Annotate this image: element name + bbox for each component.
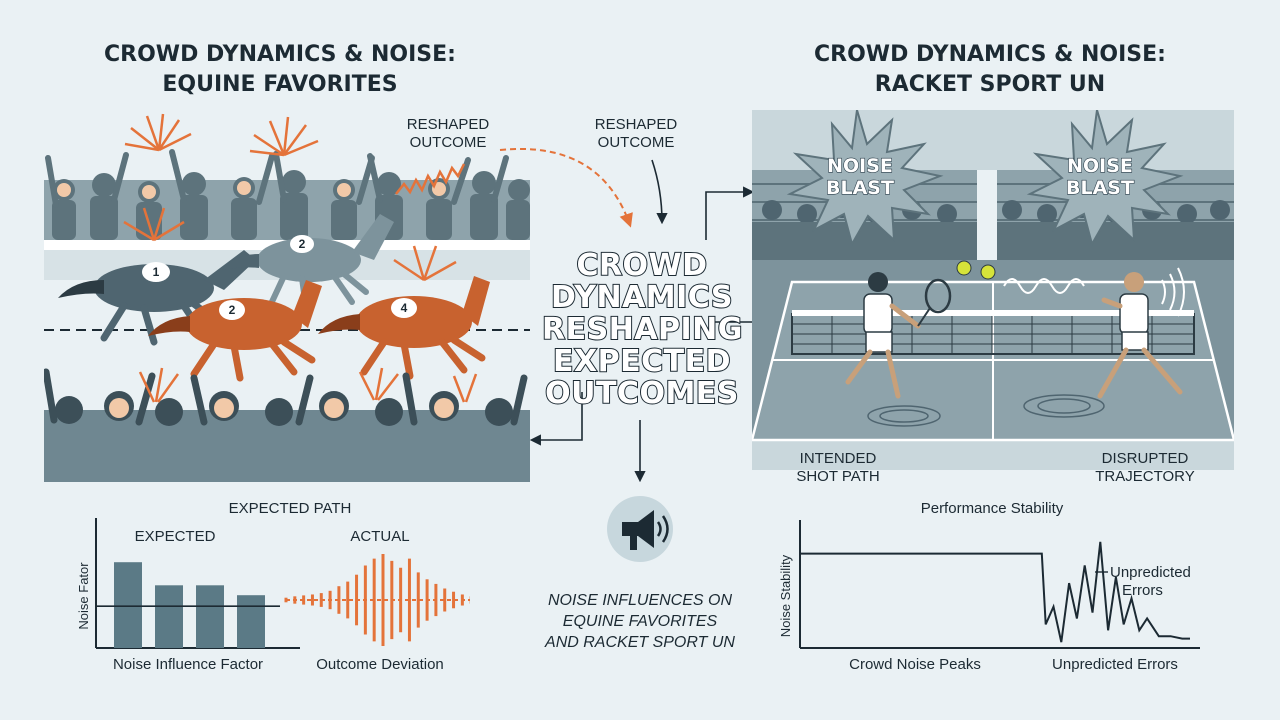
noise-blast-left-line1: NOISE (826, 154, 893, 177)
noise-blast-star-left (786, 110, 944, 247)
tennis-player-left (845, 272, 952, 399)
tennis-ball (980, 264, 996, 280)
upper-crowd (44, 149, 530, 250)
horse-number-2: 2 (299, 237, 306, 251)
noise-blast-left: NOISE BLAST (805, 154, 915, 199)
tennis-ball (956, 260, 972, 276)
noise-burst-horses (123, 207, 457, 282)
center-caption-line2: EQUINE FAVORITES (562, 613, 718, 630)
left-title: CROWD DYNAMICS & NOISE: EQUINE FAVORITES (60, 40, 500, 100)
horse-1 (58, 250, 256, 346)
chart-right-xlabel-right: Unpredicted Errors (1052, 656, 1178, 673)
center-title-line5: OUTCOMES (544, 376, 739, 411)
horse-number-4: 4 (401, 301, 408, 315)
horse-2 (222, 214, 394, 311)
noise-blast-star-right (1026, 110, 1184, 247)
center-caption-line3: AND RACKET SPORT UN (545, 634, 735, 651)
center-title-line2: DYNAMICS (550, 280, 733, 315)
dashed-arrow-reshaped (499, 148, 633, 228)
horse-number-1: 1 (153, 265, 160, 279)
center-title: CROWD DYNAMICS RESHAPING EXPECTED OUTCOM… (541, 248, 743, 411)
chart-left-xlabel-right: Outcome Deviation (316, 656, 444, 673)
reshaped-outcome-zigzag (395, 163, 466, 195)
chart-left-bar-label: EXPECTED (135, 528, 216, 545)
performance-stability-chart: Performance Stability Noise Stability Un… (778, 500, 1200, 673)
disrupted-line1: DISRUPTED (1101, 450, 1189, 467)
center-title-line4: EXPECTED (552, 344, 731, 379)
lower-crowd (44, 367, 530, 482)
center-caption-line1: NOISE INFLUENCES ON (547, 592, 733, 609)
horse-race-illustration: 1 2 2 4 (44, 113, 530, 482)
horse-number-3: 2 (229, 303, 236, 317)
chart-left-wave-label: ACTUAL (350, 528, 409, 545)
intended-line1: INTENDED (799, 450, 877, 467)
noise-blast-right-line1: NOISE (1066, 154, 1133, 177)
tennis-illustration (752, 110, 1234, 470)
noise-blast-right: NOISE BLAST (1045, 154, 1155, 199)
chart-left-bar (196, 585, 224, 648)
expected-path-chart: EXPECTED PATH EXPECTED ACTUAL Noise Fato… (76, 500, 470, 673)
noise-burst-upper (124, 113, 319, 157)
center-title-line3: RESHAPING (541, 312, 743, 347)
right-title: CROWD DYNAMICS & NOISE: RACKET SPORT UN (770, 40, 1210, 100)
horse-3 (148, 280, 322, 382)
reshaped-outcome-left: RESHAPED OUTCOME (392, 116, 504, 152)
chart-right-title: Performance Stability (921, 500, 1064, 517)
chart-right-annotation-line1: Unpredicted (1110, 564, 1191, 581)
chart-right-series-line (800, 541, 1190, 643)
chart-left-ylabel: Noise Fator (76, 562, 91, 630)
chart-left-title: EXPECTED PATH (229, 500, 352, 517)
disrupted-line2: TRAJECTORY (1095, 468, 1195, 485)
noise-blast-right-line2: BLAST (1065, 176, 1134, 199)
intended-line2: SHOT PATH (796, 468, 880, 485)
arrow-to-center (651, 159, 668, 225)
chart-left-bar (237, 595, 265, 648)
disrupted-trajectory-label: DISRUPTED TRAJECTORY (1078, 450, 1212, 486)
chart-left-bar (114, 562, 142, 648)
noise-blast-left-line2: BLAST (825, 176, 894, 199)
chart-right-annotation-line2: Errors (1122, 582, 1163, 599)
reshaped-outcome-left-line1: RESHAPED (406, 116, 490, 133)
right-title-line2: RACKET SPORT UN (874, 72, 1106, 97)
right-title-line1: CROWD DYNAMICS & NOISE: (814, 42, 1166, 67)
center-caption: NOISE INFLUENCES ON EQUINE FAVORITES AND… (520, 590, 760, 653)
tennis-player-right (1097, 272, 1183, 399)
megaphone-icon (607, 496, 673, 562)
arrow-to-tennis (705, 186, 755, 240)
chart-right-ylabel: Noise Stability (778, 554, 793, 637)
intended-shot-path-label: INTENDED SHOT PATH (782, 450, 894, 486)
reshaped-outcome-center-line1: RESHAPED (594, 116, 678, 133)
chart-right-xlabel-left: Crowd Noise Peaks (849, 656, 981, 673)
arrow-to-left-crowd (529, 392, 583, 446)
reshaped-outcome-center: RESHAPED OUTCOME (580, 116, 692, 152)
left-title-line2: EQUINE FAVORITES (162, 72, 398, 97)
reshaped-outcome-left-line2: OUTCOME (409, 134, 487, 151)
horse-4 (318, 276, 490, 380)
reshaped-outcome-center-line2: OUTCOME (597, 134, 675, 151)
left-title-line1: CROWD DYNAMICS & NOISE: (104, 42, 456, 67)
chart-left-xlabel-left: Noise Influence Factor (113, 656, 263, 673)
center-title-line1: CROWD (575, 248, 708, 283)
chart-left-bar (155, 585, 183, 648)
